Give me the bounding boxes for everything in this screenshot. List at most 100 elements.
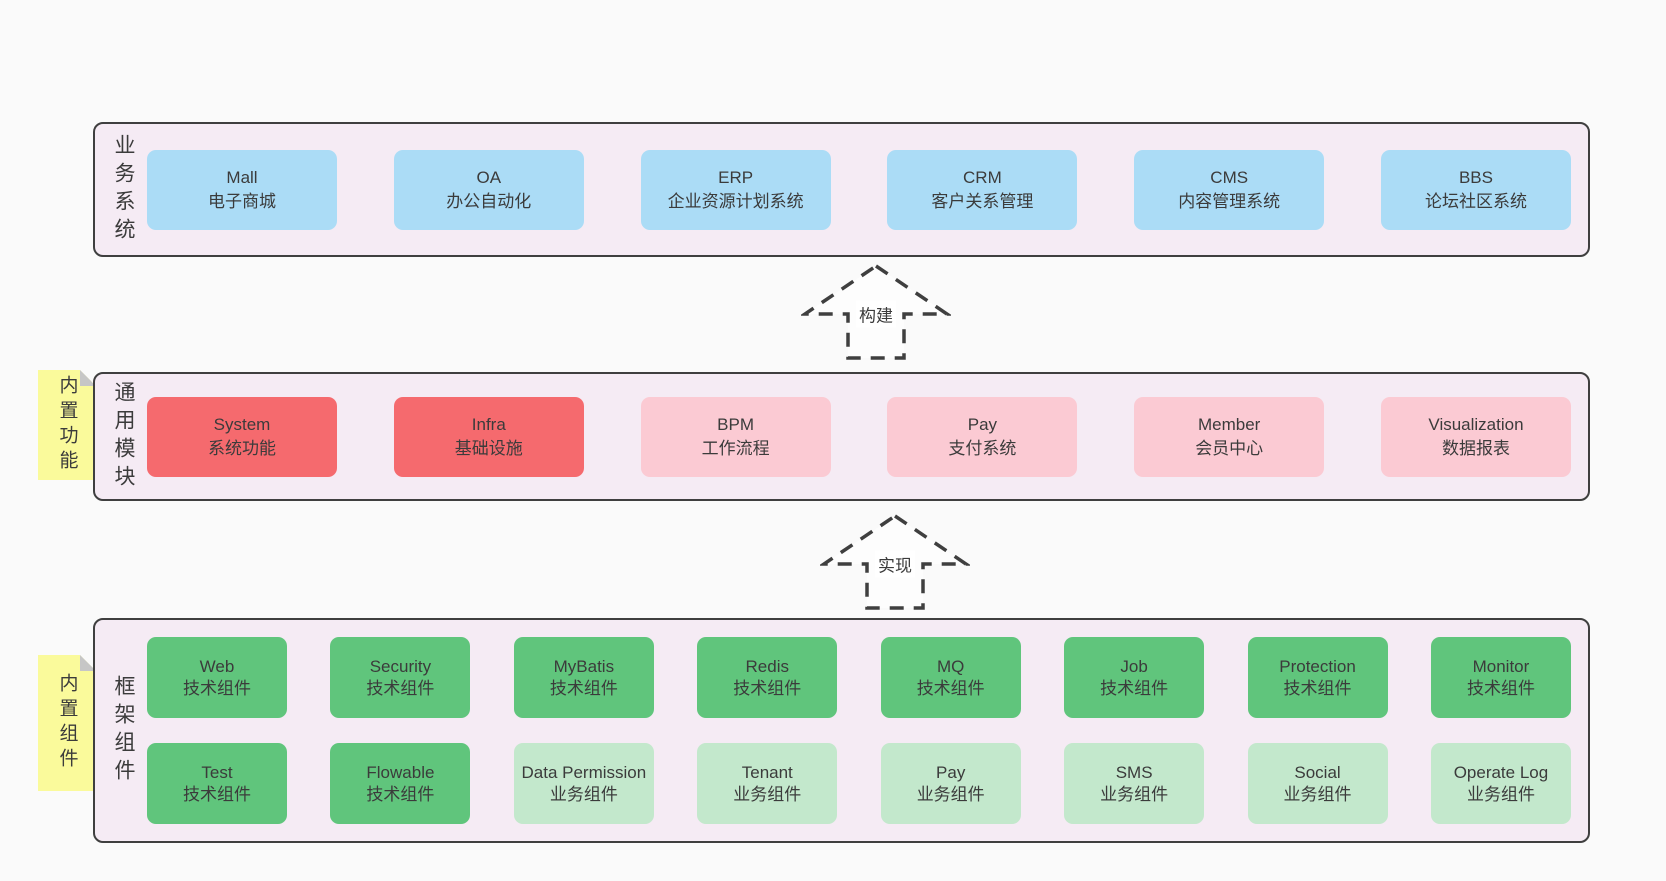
box-pay-component: Pay 业务组件 [880, 743, 1021, 824]
box-operate-log: Operate Log 业务组件 [1430, 743, 1571, 824]
box-subtitle: 办公自动化 [446, 191, 532, 211]
box-system: System 系统功能 [147, 396, 337, 477]
note-text: 内置组件 [56, 673, 78, 773]
panel-label-framework-components: 框架组件 [112, 674, 135, 787]
dashed-up-arrow-build: 构建 [801, 262, 951, 362]
box-title: CRM [963, 167, 1002, 187]
box-title: Operate Log [1453, 762, 1549, 782]
box-subtitle: 客户关系管理 [931, 191, 1034, 211]
modules-boxes-row: System 系统功能 Infra 基础设施 BPM 工作流程 Pay 支付系统… [147, 374, 1571, 499]
box-subtitle: 业务组件 [916, 784, 985, 804]
panel-framework-components: 框架组件 Web 技术组件 Security 技术组件 MyBatis 技术组件… [93, 618, 1590, 843]
box-title: Web [199, 656, 235, 676]
box-subtitle: 技术组件 [733, 678, 802, 698]
box-protection: Protection 技术组件 [1247, 637, 1388, 718]
box-data-permission: Data Permission 业务组件 [513, 743, 654, 824]
box-subtitle: 技术组件 [366, 678, 435, 698]
box-infra: Infra 基础设施 [393, 396, 584, 477]
box-subtitle: 业务组件 [733, 784, 802, 804]
box-title: Mall [226, 167, 258, 187]
box-subtitle: 电子商城 [208, 191, 276, 211]
box-title: MyBatis [553, 656, 615, 676]
box-title: BBS [1458, 167, 1493, 187]
box-title: CMS [1210, 167, 1249, 187]
box-monitor: Monitor 技术组件 [1430, 637, 1571, 718]
box-bbs: BBS 论坛社区系统 [1380, 149, 1571, 230]
business-boxes-row: Mall 电子商城 OA 办公自动化 ERP 企业资源计划系统 CRM 客户关系… [147, 124, 1571, 255]
dashed-up-arrow-implement: 实现 [820, 512, 970, 612]
box-title: Security [369, 656, 432, 676]
note-text: 内置功能 [56, 375, 78, 475]
box-subtitle: 会员中心 [1195, 438, 1264, 458]
box-subtitle: 技术组件 [1466, 678, 1535, 698]
box-title: Member [1198, 414, 1261, 434]
box-subtitle: 业务组件 [549, 784, 618, 804]
box-mq: MQ 技术组件 [880, 637, 1021, 718]
box-subtitle: 技术组件 [366, 784, 435, 804]
box-redis: Redis 技术组件 [697, 637, 838, 718]
framework-row-2: Test 技术组件 Flowable 技术组件 Data Permission … [147, 743, 1571, 824]
box-web: Web 技术组件 [147, 637, 287, 718]
box-sms: SMS 业务组件 [1064, 743, 1205, 824]
box-subtitle: 技术组件 [1283, 678, 1352, 698]
box-job: Job 技术组件 [1064, 637, 1205, 718]
box-title: System [213, 414, 271, 434]
box-subtitle: 数据报表 [1441, 438, 1510, 458]
box-subtitle: 论坛社区系统 [1424, 191, 1527, 211]
box-title: MQ [936, 656, 965, 676]
arrow-label-implement: 实现 [875, 550, 915, 578]
box-subtitle: 技术组件 [183, 678, 251, 698]
panel-common-modules: 通用模块 System 系统功能 Infra 基础设施 BPM 工作流程 Pay… [93, 372, 1590, 501]
box-title: Job [1120, 656, 1148, 676]
box-title: Pay [936, 762, 966, 782]
box-mall: Mall 电子商城 [147, 149, 337, 230]
framework-row-1: Web 技术组件 Security 技术组件 MyBatis 技术组件 Redi… [147, 637, 1571, 718]
framework-boxes: Web 技术组件 Security 技术组件 MyBatis 技术组件 Redi… [147, 620, 1571, 841]
box-visualization: Visualization 数据报表 [1380, 396, 1571, 477]
panel-label-common-modules: 通用模块 [112, 380, 135, 493]
box-subtitle: 基础设施 [454, 438, 523, 458]
box-title: BPM [717, 414, 755, 434]
box-mybatis: MyBatis 技术组件 [513, 637, 654, 718]
sticky-note-built-in-features: 内置功能 [38, 370, 96, 480]
panel-label-business-systems: 业务系统 [112, 133, 135, 246]
box-title: Test [201, 762, 233, 782]
sticky-note-built-in-components: 内置组件 [38, 655, 96, 791]
box-bpm: BPM 工作流程 [640, 396, 831, 477]
box-title: Data Permission [521, 762, 647, 782]
box-title: Tenant [741, 762, 793, 782]
box-subtitle: 业务组件 [1466, 784, 1535, 804]
box-subtitle: 技术组件 [1100, 678, 1169, 698]
box-crm: CRM 客户关系管理 [887, 149, 1078, 230]
box-title: Pay [967, 414, 998, 434]
box-erp: ERP 企业资源计划系统 [640, 149, 831, 230]
box-title: Social [1294, 762, 1341, 782]
box-subtitle: 业务组件 [1100, 784, 1169, 804]
box-subtitle: 支付系统 [948, 438, 1017, 458]
box-subtitle: 系统功能 [208, 438, 276, 458]
box-cms: CMS 内容管理系统 [1134, 149, 1325, 230]
box-title: Monitor [1472, 656, 1530, 676]
box-title: Visualization [1428, 414, 1524, 434]
box-pay-system: Pay 支付系统 [887, 396, 1078, 477]
box-title: Protection [1279, 656, 1356, 676]
box-tenant: Tenant 业务组件 [697, 743, 838, 824]
box-title: ERP [718, 167, 754, 187]
box-title: Flowable [366, 762, 435, 782]
box-title: SMS [1115, 762, 1153, 782]
box-member: Member 会员中心 [1134, 396, 1325, 477]
box-subtitle: 技术组件 [916, 678, 985, 698]
box-subtitle: 技术组件 [549, 678, 618, 698]
box-subtitle: 内容管理系统 [1178, 191, 1281, 211]
box-title: Infra [471, 414, 506, 434]
box-subtitle: 工作流程 [701, 438, 770, 458]
box-subtitle: 技术组件 [183, 784, 251, 804]
box-subtitle: 业务组件 [1283, 784, 1352, 804]
box-social: Social 业务组件 [1247, 743, 1388, 824]
arrow-label-build: 构建 [856, 300, 896, 328]
box-test: Test 技术组件 [147, 743, 287, 824]
box-title: Redis [745, 656, 789, 676]
box-flowable: Flowable 技术组件 [330, 743, 471, 824]
box-title: OA [476, 167, 502, 187]
